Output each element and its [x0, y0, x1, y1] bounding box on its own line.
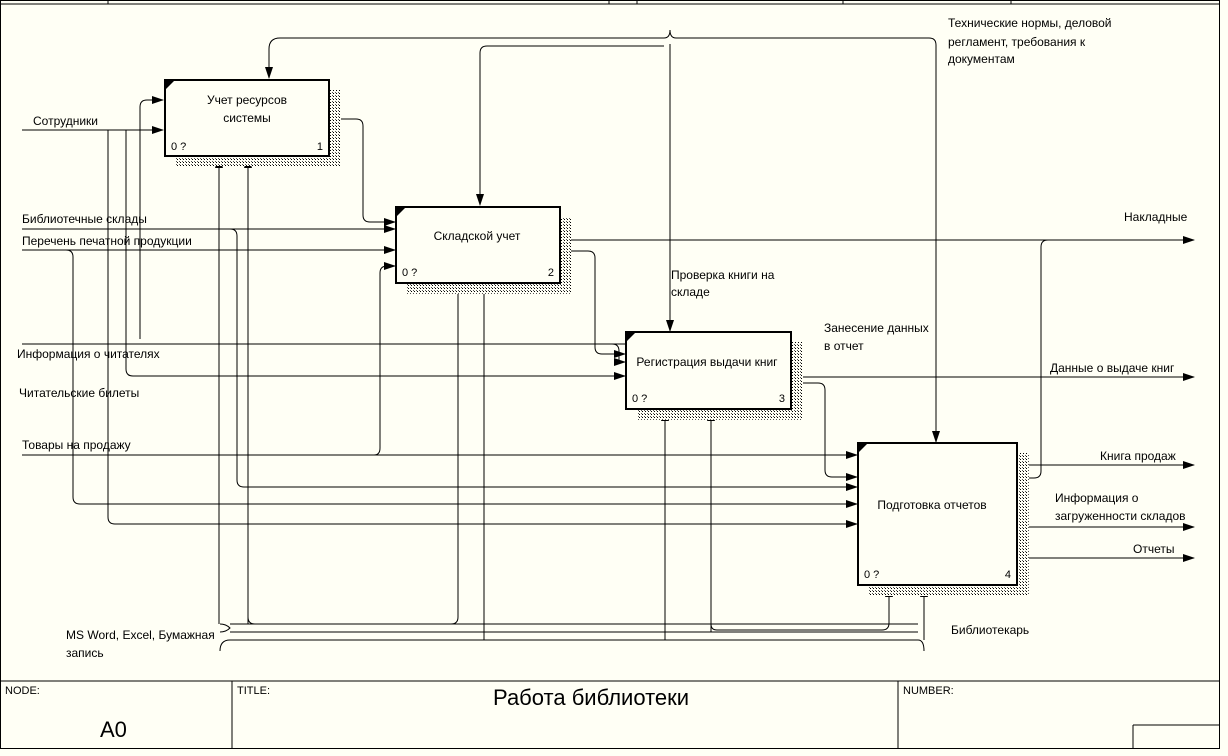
number-label: NUMBER: — [903, 685, 954, 697]
label-dannye-vydache: Данные о выдаче книг — [1050, 361, 1175, 375]
label-tovary: Товары на продажу — [22, 438, 131, 452]
label-info-zagr-2: загруженности складов — [1055, 509, 1186, 523]
box-4-title: Подготовка отчетов — [877, 498, 986, 512]
arrow-labels: Сотрудники Библиотечные склады Перечень … — [17, 16, 1188, 660]
box-2-number: 2 — [548, 267, 554, 279]
label-sotrudniki: Сотрудники — [33, 114, 98, 128]
label-info-chit: Информация о читателях — [17, 347, 160, 361]
label-chit-bilety: Читательские билеты — [19, 386, 139, 400]
box-2-cost: 0 ? — [402, 267, 417, 279]
box-1-title-line-1: Учет ресурсов — [207, 93, 287, 107]
box-4-number: 4 — [1005, 569, 1011, 581]
label-ms-word-2: запись — [66, 646, 104, 660]
box-4-cost: 0 ? — [864, 569, 879, 581]
activity-box-4[interactable]: Подготовка отчетов 0 ? 4 — [857, 442, 1029, 596]
diagram-title: Работа библиотеки — [493, 685, 689, 710]
label-bib-sklady: Библиотечные склады — [22, 212, 147, 226]
label-info-zagr-1: Информация о — [1055, 491, 1139, 505]
arrow-network — [22, 29, 1195, 652]
label-perechen: Перечень печатной продукции — [22, 234, 192, 248]
node-label: NODE: — [5, 685, 40, 697]
label-zanesenie-2: в отчет — [824, 339, 864, 353]
activity-box-1[interactable]: Учет ресурсов системы 0 ? 1 — [164, 79, 341, 166]
label-nakladnye: Накладные — [1124, 210, 1188, 224]
box-1-title-line-2: системы — [223, 111, 271, 125]
top-ruler — [0, 0, 1220, 5]
box-3-number: 3 — [779, 393, 785, 405]
label-tech-normy-3: документам — [948, 52, 1015, 66]
activity-box-2[interactable]: Складской учет 0 ? 2 — [395, 206, 571, 294]
label-zanesenie-1: Занесение данных — [824, 321, 929, 335]
label-tech-normy-1: Технические нормы, деловой — [948, 16, 1112, 30]
footer: NODE: A0 TITLE: Работа библиотеки NUMBER… — [0, 680, 1220, 749]
label-proverka-2: складе — [671, 285, 710, 299]
label-otchety: Отчеты — [1133, 542, 1174, 556]
box-2-title: Складской учет — [434, 229, 521, 243]
box-3-title: Регистрация выдачи книг — [636, 355, 778, 369]
box-1-cost: 0 ? — [171, 141, 186, 153]
label-ms-word-1: MS Word, Excel, Бумажная — [66, 628, 215, 642]
title-label: TITLE: — [237, 685, 270, 697]
label-tech-normy-2: регламент, требования к — [948, 35, 1086, 49]
box-1-number: 1 — [317, 141, 323, 153]
activity-box-3[interactable]: Регистрация выдачи книг 0 ? 3 — [625, 331, 803, 420]
label-bibliotekar: Библиотекарь — [951, 623, 1029, 637]
box-3-cost: 0 ? — [632, 393, 647, 405]
node-value: A0 — [100, 717, 127, 742]
label-proverka-1: Проверка книги на — [671, 268, 775, 282]
label-kniga-prodazh: Книга продаж — [1100, 449, 1176, 463]
